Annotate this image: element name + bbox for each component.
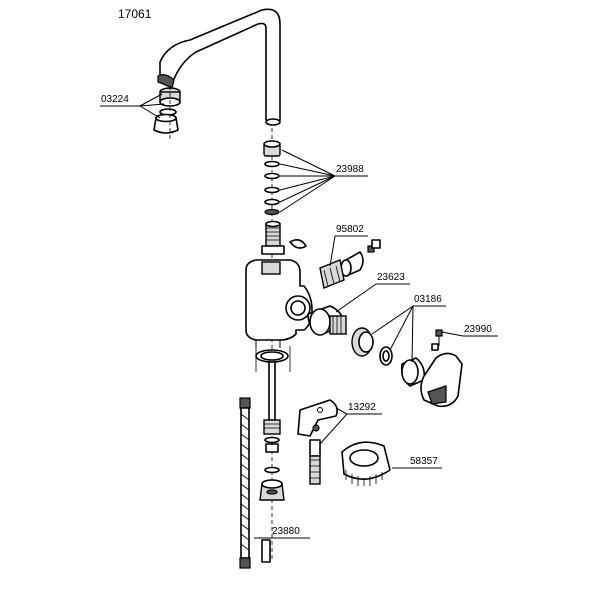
mounting-plate xyxy=(341,441,391,486)
leader-handle-screw xyxy=(441,331,498,337)
aerator-assembly xyxy=(153,86,181,140)
label-hoses: 23880 xyxy=(272,526,300,537)
cartridge-nut-set xyxy=(351,327,426,387)
leader-clip xyxy=(329,235,368,267)
flexible-hoses xyxy=(239,397,271,569)
leader-aerator xyxy=(100,93,165,119)
label-o-ring-set: 23988 xyxy=(336,164,364,175)
leader-bracket-set xyxy=(319,407,382,445)
o-ring-set xyxy=(263,140,281,216)
threaded-connector xyxy=(261,220,285,255)
handle-screw xyxy=(431,329,443,351)
mounting-shank xyxy=(255,346,291,501)
model-number: 17061 xyxy=(118,7,152,21)
cartridge xyxy=(307,305,347,336)
label-mounting-plate: 58357 xyxy=(410,456,438,467)
bracket-set xyxy=(297,399,338,485)
lever-handle xyxy=(420,352,463,408)
spout xyxy=(157,8,281,126)
label-bracket-set: 13292 xyxy=(348,402,376,413)
leader-o-ring-set xyxy=(279,149,368,213)
leader-cartridge xyxy=(335,283,410,313)
leader-cartridge-nut-set xyxy=(371,305,446,363)
faucet-body xyxy=(245,259,313,348)
label-handle-screw: 23990 xyxy=(464,324,492,335)
label-cartridge: 23623 xyxy=(377,272,405,283)
label-cartridge-nut-set: 03186 xyxy=(414,294,442,305)
label-clip: 95802 xyxy=(336,224,364,235)
clip xyxy=(289,238,381,289)
label-aerator: 03224 xyxy=(101,94,129,105)
